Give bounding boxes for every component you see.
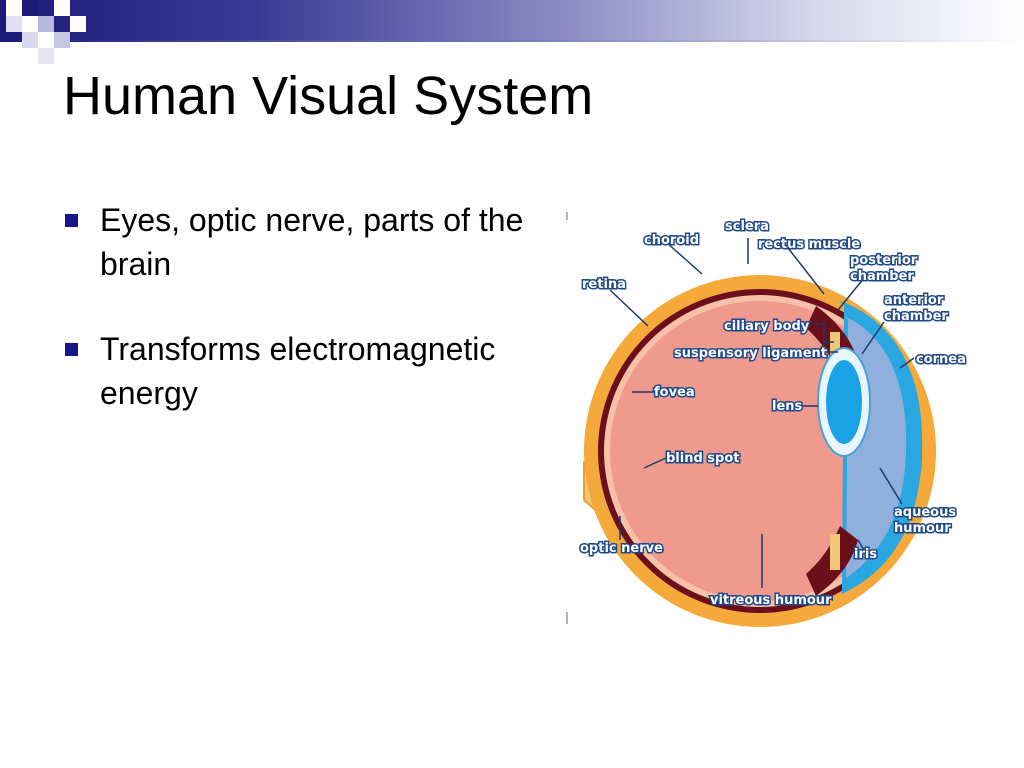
label-ciliary-body: ciliary body xyxy=(724,319,810,334)
label-vitreous-humour: vitreous humour xyxy=(710,593,832,608)
bullet-list: Eyes, optic nerve, parts of the brain Tr… xyxy=(62,198,532,456)
label-blind-spot: blind spot xyxy=(666,451,740,466)
bullet-text: Transforms electromagnetic energy xyxy=(100,331,496,411)
corner-squares-decoration xyxy=(6,0,86,64)
label-posterior-chamber-1: posterior xyxy=(850,253,918,268)
label-choroid: choroid xyxy=(644,233,699,248)
diagram-labels: sclera choroid rectus muscle posterior c… xyxy=(579,218,968,610)
leader-lines xyxy=(609,238,915,588)
bullet-item: Eyes, optic nerve, parts of the brain xyxy=(62,198,532,286)
slide-title: Human Visual System xyxy=(63,66,594,126)
ciliary-body-lower xyxy=(830,534,840,570)
label-lens: lens xyxy=(772,399,803,414)
label-optic-nerve: optic nerve xyxy=(580,541,663,556)
eye-anatomy-diagram: sclera choroid rectus muscle posterior c… xyxy=(566,212,968,627)
label-rectus-muscle: rectus muscle xyxy=(758,237,860,252)
label-iris: iris xyxy=(854,547,877,562)
label-anterior-chamber-1: anterior xyxy=(884,293,944,308)
label-aqueous-humour-2: humour xyxy=(894,521,951,536)
square-bullet-icon xyxy=(65,214,78,227)
bullet-item: Transforms electromagnetic energy xyxy=(62,327,532,415)
label-anterior-chamber-2: chamber xyxy=(884,309,948,324)
label-fovea: fovea xyxy=(654,385,695,400)
header-underline xyxy=(0,40,1024,42)
label-aqueous-humour-1: aqueous xyxy=(894,505,956,520)
header-gradient-bar xyxy=(0,0,1024,40)
bullet-text: Eyes, optic nerve, parts of the brain xyxy=(100,202,524,282)
label-posterior-chamber-2: chamber xyxy=(850,269,914,284)
label-suspensory-ligament: suspensory ligament xyxy=(674,346,827,361)
lens-inner xyxy=(826,360,862,444)
square-bullet-icon xyxy=(65,343,78,356)
label-sclera: sclera xyxy=(725,219,769,234)
label-retina: retina xyxy=(582,277,626,292)
label-cornea: cornea xyxy=(916,352,966,367)
